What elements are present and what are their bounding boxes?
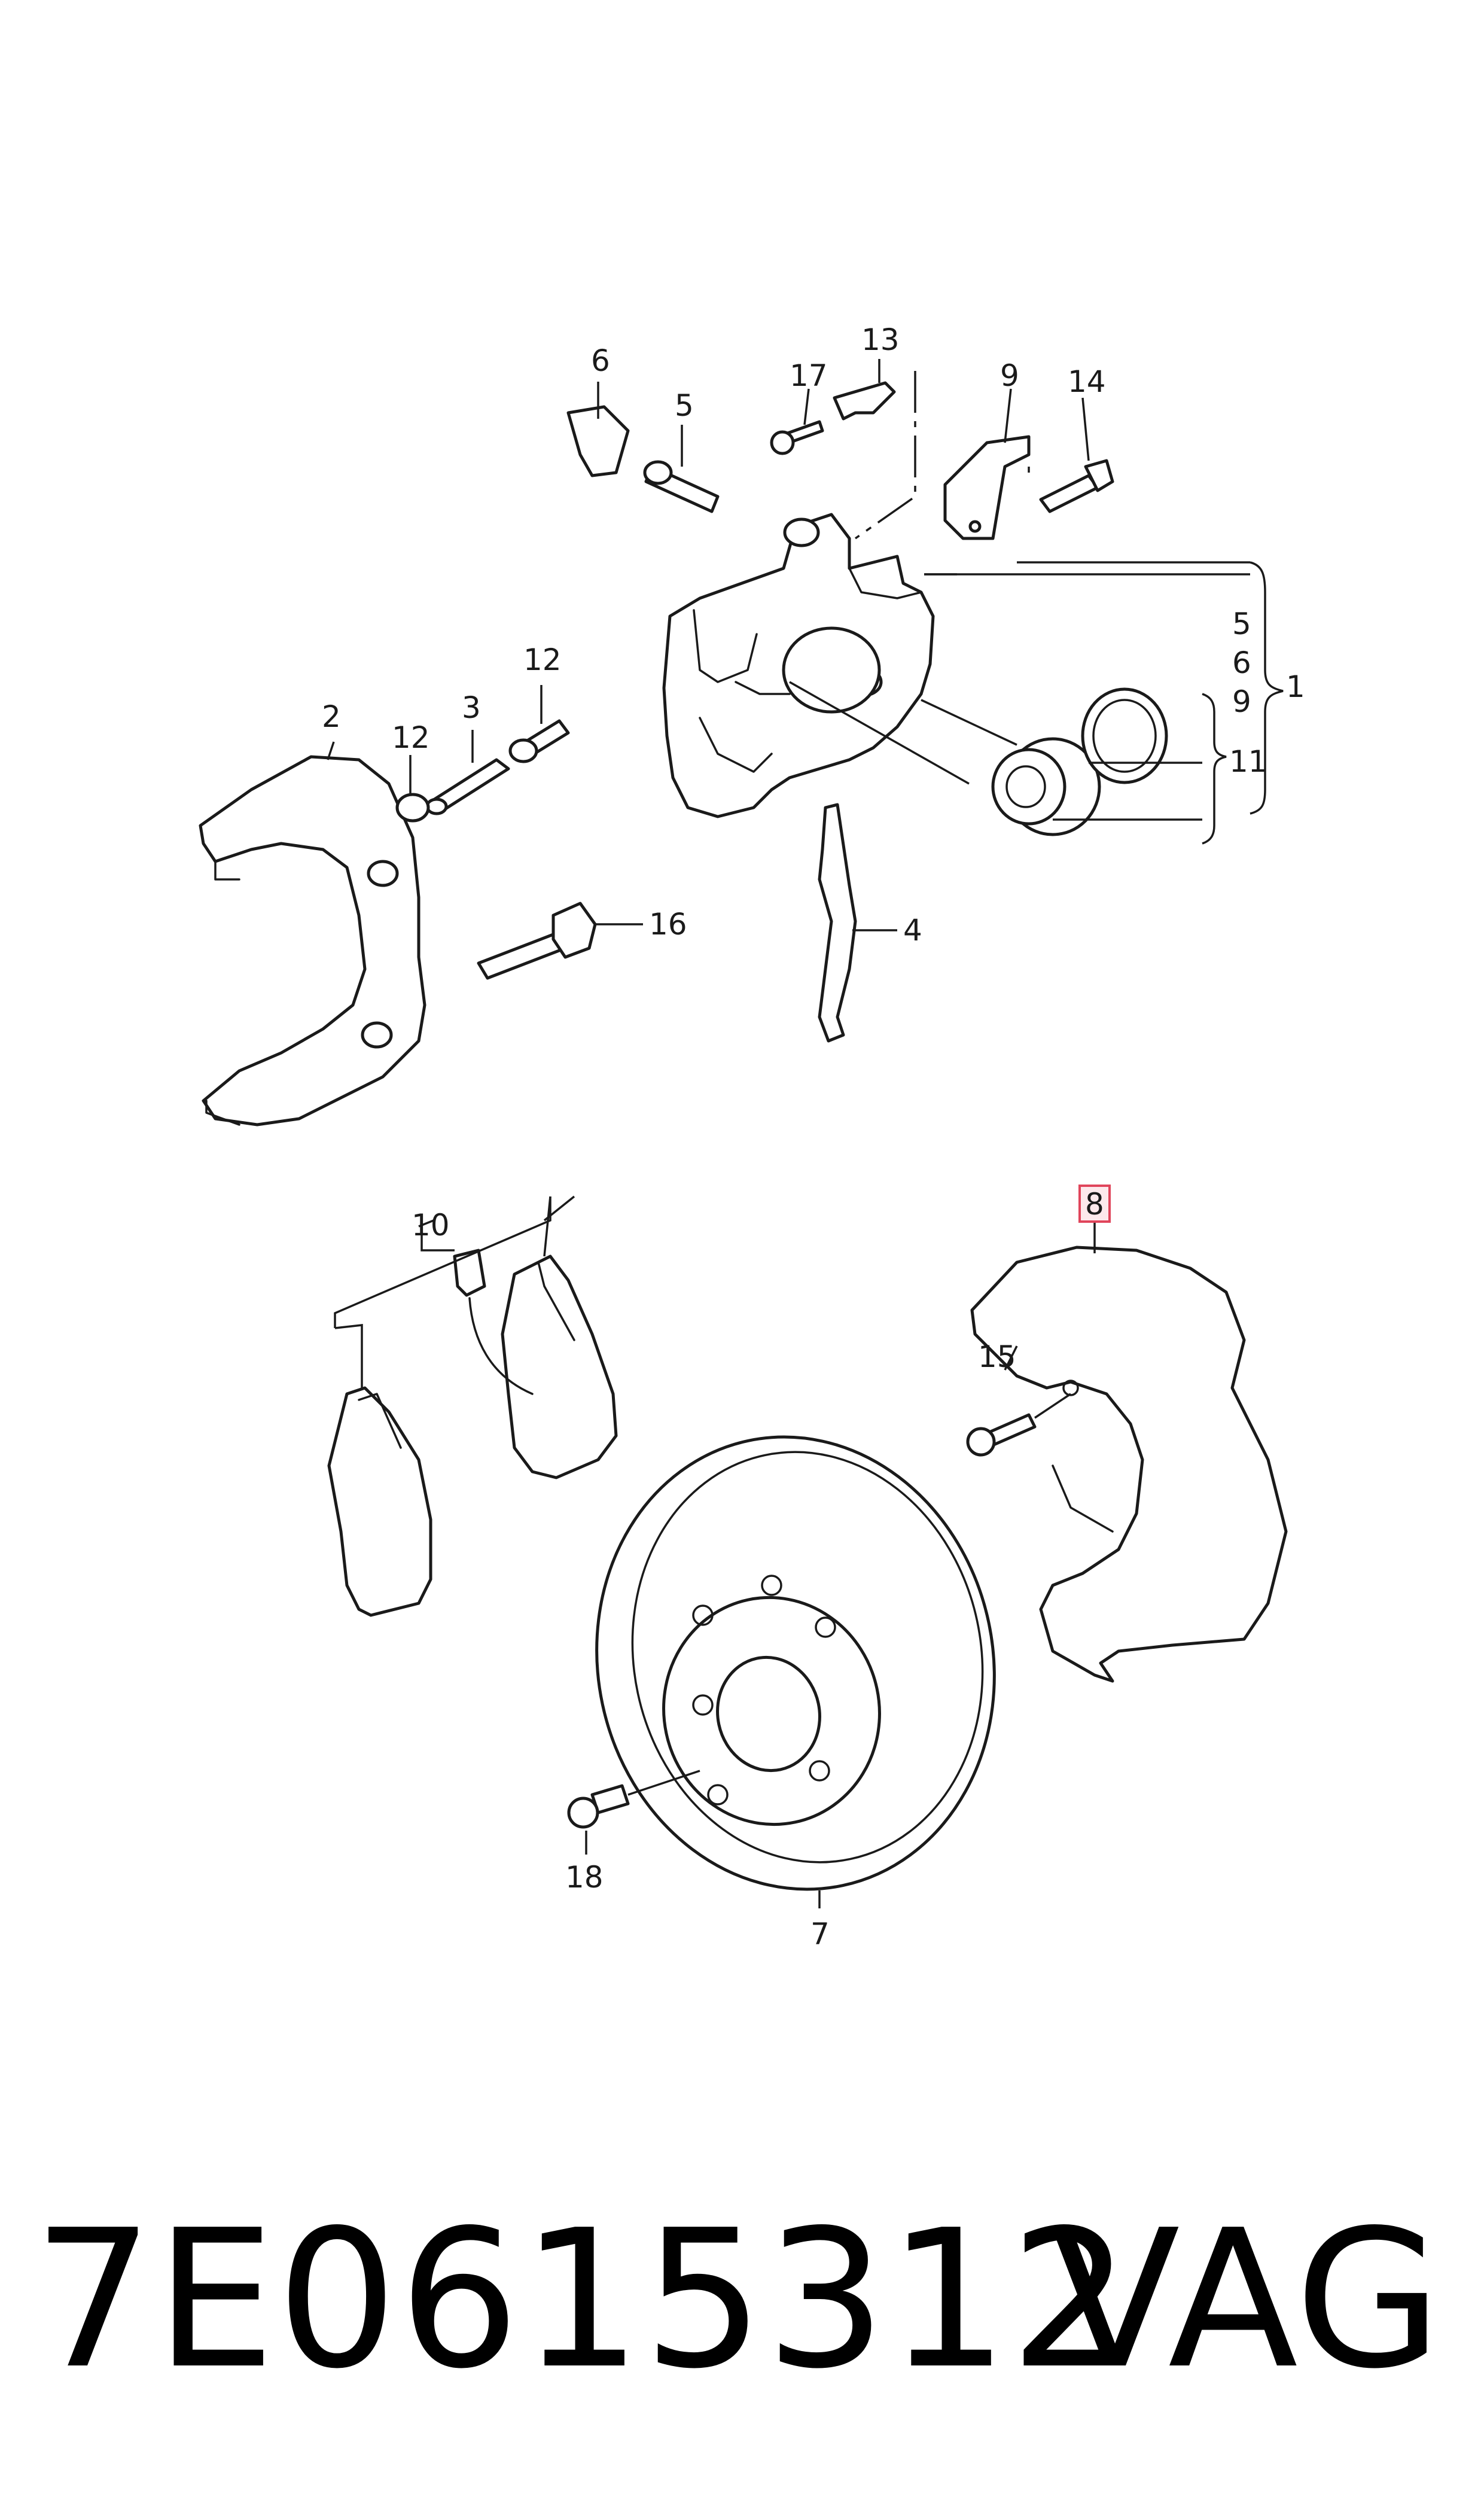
splash-plate-bolt [966,1393,1071,1457]
part-number-caption: 7E0615312 [33,2189,1132,2410]
carrier-bolt [477,902,643,980]
callout-8: 8 [1085,1187,1104,1222]
callout-16: 16 [649,907,687,942]
disc-screw [567,1770,700,1829]
wear-sensor [453,1249,534,1395]
bleeder-valve [643,460,720,513]
callout-17: 17 [790,358,828,393]
callout-10: 10 [412,1208,450,1243]
brake-pad-inner [327,1386,432,1617]
callout-3: 3 [462,690,481,725]
bleeder-cap [566,405,630,477]
piston [991,737,1101,836]
callout-4: 4 [903,913,922,948]
anti-rattle-clip [818,803,897,1043]
callout-9: 9 [1000,358,1019,393]
callout-labels: 6 5 17 13 9 14 5 6 9 1 11 2 12 3 12 16 4… [322,322,1305,1951]
leader-lines [327,359,1250,1908]
spring-bolt [770,420,824,455]
dust-seal [1081,687,1168,784]
callout-1: 1 [1286,669,1305,704]
brake-pad-outer [501,1255,618,1479]
bracket-brace-11 [1202,693,1227,845]
callout-12-boot: 12 [392,720,430,755]
callout-6: 6 [591,343,610,378]
callout-9-set: 9 [1232,684,1251,719]
callout-18: 18 [565,1860,604,1895]
callout-15: 15 [978,1339,1016,1374]
callout-7: 7 [810,1917,830,1951]
caliper-carrier [199,755,426,1126]
guide-pin-boot [395,793,430,823]
callout-12-cap: 12 [523,643,562,677]
callout-13: 13 [861,322,900,357]
bracket-bolt [1039,459,1114,513]
guide-pin [425,758,510,815]
callout-11: 11 [1229,744,1267,779]
callout-6-set: 6 [1232,646,1251,680]
brand-caption: VAG [1050,2189,1442,2410]
bracket-brace-1 [1250,561,1284,815]
callout-5: 5 [675,388,694,423]
guide-pin-cap [508,719,570,763]
highlight-box-8 [1078,1185,1111,1223]
brake-hose-bracket [943,435,1031,540]
brake-disc [595,1435,996,1891]
splash-plate [970,1246,1288,1683]
callout-14: 14 [1068,364,1106,399]
callout-2: 2 [322,699,341,734]
callout-5-set: 5 [1232,607,1251,641]
pad-retaining-spring [833,381,896,421]
brake-caliper-housing [662,513,935,818]
